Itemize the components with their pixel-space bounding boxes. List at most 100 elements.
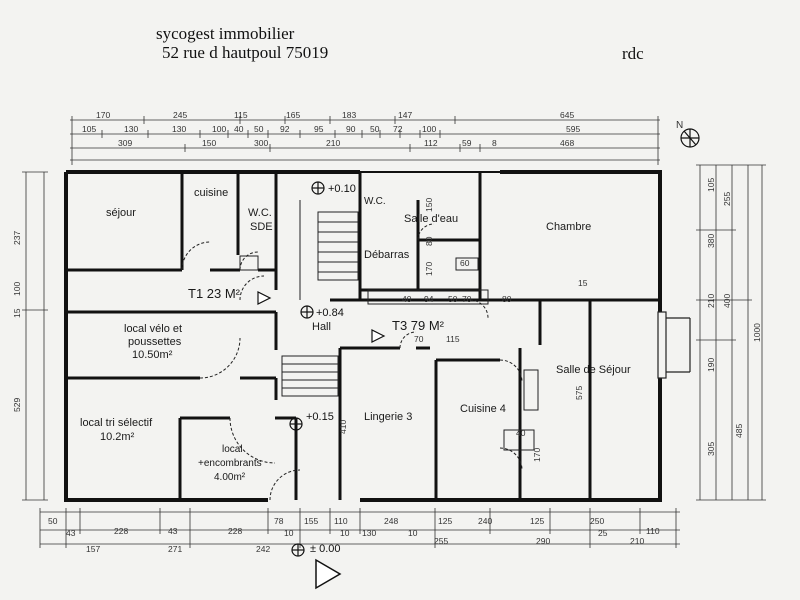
dim-label: 255 bbox=[434, 536, 448, 546]
room-label-t3: T3 79 M² bbox=[392, 318, 445, 333]
north-compass-icon bbox=[680, 128, 700, 148]
side-dimension-lines bbox=[22, 164, 766, 501]
entry-arrow-icon bbox=[315, 558, 342, 590]
room-label-encomb-1: local bbox=[222, 444, 243, 455]
room-label-tri-2: 10.2m² bbox=[100, 431, 135, 443]
dim-label: 157 bbox=[86, 544, 100, 554]
dim-label: 485 bbox=[734, 424, 744, 438]
staircase bbox=[281, 200, 359, 397]
dim-label: 70 bbox=[462, 294, 472, 304]
dim-label: 105 bbox=[706, 178, 716, 192]
dim-label: 170 bbox=[424, 262, 434, 276]
window-right bbox=[657, 311, 691, 379]
header-address: 52 rue d hautpoul 75019 bbox=[162, 43, 329, 62]
dim-label: 112 bbox=[424, 138, 438, 148]
dim-label: 10 bbox=[284, 528, 294, 538]
room-label-cuisine: cuisine bbox=[194, 187, 228, 199]
dim-label: 50 bbox=[448, 294, 458, 304]
dim-label: 130 bbox=[172, 124, 186, 134]
dim-label: 210 bbox=[326, 138, 340, 148]
dim-label: 100 bbox=[12, 282, 22, 296]
section-triangle-icon bbox=[257, 291, 386, 343]
dim-label: 130 bbox=[362, 528, 376, 538]
dim-label: 170 bbox=[96, 110, 110, 120]
dim-label: 59 bbox=[462, 138, 472, 148]
room-label-debarras: Débarras bbox=[364, 249, 410, 261]
dim-label: 125 bbox=[438, 516, 452, 526]
room-label-encomb-3: 4.00m² bbox=[214, 472, 246, 483]
dim-label: 248 bbox=[384, 516, 398, 526]
dim-label: 305 bbox=[706, 442, 716, 456]
dim-label: 40 bbox=[402, 294, 412, 304]
dim-label: 309 bbox=[118, 138, 132, 148]
level-label: +0.84 bbox=[316, 307, 344, 319]
right-dimension-labels: 105 255 380 210 400 1000 190 305 485 bbox=[706, 178, 762, 456]
top-dimension-ticks bbox=[71, 116, 659, 165]
dim-label: 10 bbox=[340, 528, 350, 538]
dim-label: 228 bbox=[228, 526, 242, 536]
dim-label: 228 bbox=[114, 526, 128, 536]
fixtures bbox=[239, 255, 539, 451]
dim-label: 115 bbox=[446, 334, 460, 344]
dim-label: 150 bbox=[424, 198, 434, 212]
dim-label: 170 bbox=[532, 448, 542, 462]
dim-label: 115 bbox=[234, 110, 248, 120]
dim-label: 595 bbox=[566, 124, 580, 134]
dim-label: 15 bbox=[578, 278, 588, 288]
dim-label: 147 bbox=[398, 110, 412, 120]
level-markers bbox=[289, 181, 325, 557]
dim-label: 25 bbox=[598, 528, 608, 538]
room-label-sejour: séjour bbox=[106, 207, 136, 219]
dim-label: 130 bbox=[124, 124, 138, 134]
dim-label: 110 bbox=[334, 516, 348, 526]
dim-label: 78 bbox=[274, 516, 284, 526]
header-company: sycogest immobilier bbox=[156, 24, 295, 43]
bottom-dimension-lines bbox=[39, 508, 680, 548]
dim-label: 380 bbox=[706, 234, 716, 248]
header-floor: rdc bbox=[622, 44, 644, 63]
room-label-sde: SDE bbox=[250, 221, 273, 233]
room-label-wc: W.C. bbox=[248, 207, 272, 219]
dim-label: 50 bbox=[254, 124, 264, 134]
dim-label: 190 bbox=[706, 358, 716, 372]
room-label-hall: Hall bbox=[312, 321, 331, 333]
dim-label: 183 bbox=[342, 110, 356, 120]
level-label: ± 0.00 bbox=[310, 543, 341, 555]
dim-label: 50 bbox=[48, 516, 58, 526]
dim-label: 645 bbox=[560, 110, 574, 120]
level-labels: +0.10 +0.84 +0.15 ± 0.00 bbox=[306, 183, 356, 555]
dim-label: 94 bbox=[424, 294, 434, 304]
top-dimension-labels: 170 245 115 165 183 147 645 105 130 130 … bbox=[82, 110, 580, 148]
room-label-tri-1: local tri sélectif bbox=[80, 417, 153, 429]
dim-label: 150 bbox=[202, 138, 216, 148]
dim-label: 242 bbox=[256, 544, 270, 554]
dim-label: 95 bbox=[314, 124, 324, 134]
top-dimension-lines bbox=[70, 119, 660, 161]
dim-label: 155 bbox=[304, 516, 318, 526]
dim-label: 92 bbox=[280, 124, 290, 134]
door-swings bbox=[181, 223, 523, 501]
dim-label: 250 bbox=[590, 516, 604, 526]
dim-label: 50 bbox=[370, 124, 380, 134]
dim-label: 290 bbox=[536, 536, 550, 546]
dim-label: 43 bbox=[66, 528, 76, 538]
room-label-cuisine4: Cuisine 4 bbox=[460, 403, 506, 415]
dim-label: 100 bbox=[212, 124, 226, 134]
room-label-wc-small: W.C. bbox=[364, 196, 386, 207]
outer-walls bbox=[64, 170, 662, 502]
dim-label: 100 bbox=[422, 124, 436, 134]
dim-label: 165 bbox=[286, 110, 300, 120]
dim-label: 529 bbox=[12, 398, 22, 412]
dim-label: 245 bbox=[173, 110, 187, 120]
room-label-encomb-2: +encombrants bbox=[198, 458, 262, 469]
dim-label: 15 bbox=[12, 308, 22, 318]
north-letter: N bbox=[676, 120, 683, 131]
room-label-salle-sejour: Salle de Séjour bbox=[556, 364, 631, 376]
dim-label: 43 bbox=[168, 526, 178, 536]
level-label: +0.10 bbox=[328, 183, 356, 195]
interior-walls bbox=[66, 172, 660, 500]
dim-label: 60 bbox=[460, 258, 470, 268]
dim-label: 8 bbox=[492, 138, 497, 148]
left-dimension-labels: 237 100 15 529 bbox=[12, 231, 22, 412]
